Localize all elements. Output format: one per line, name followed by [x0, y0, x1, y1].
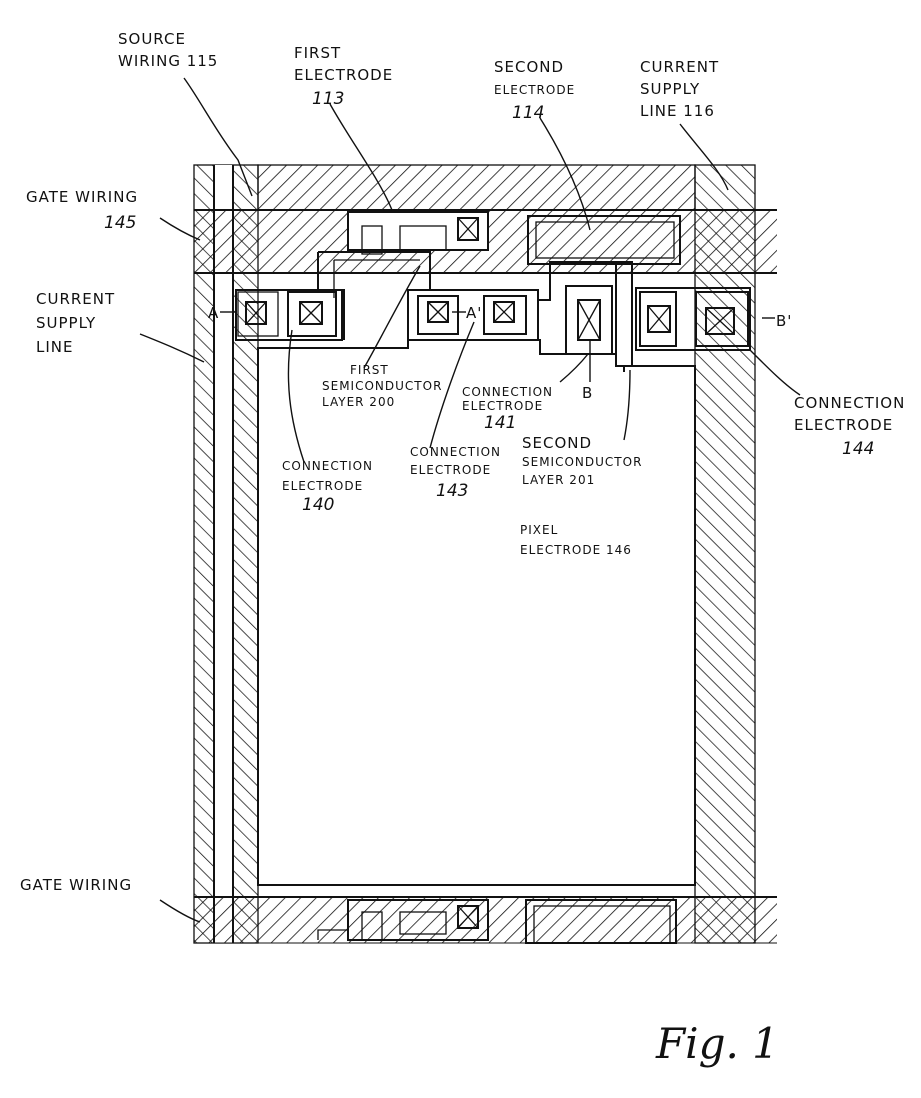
label-first-electrode: FIRST [294, 44, 341, 62]
label-first-semi: FIRST [350, 363, 389, 377]
label-first-semi-3: LAYER 200 [322, 395, 395, 409]
label-current-supply-top: CURRENT [640, 58, 719, 76]
label-second-electrode-num: 114 [512, 103, 544, 123]
label-conn-141: CONNECTION [462, 385, 553, 399]
label-second-semi-2: SEMICONDUCTOR [522, 455, 642, 469]
first-electrode-113 [348, 212, 488, 254]
label-source-wiring: SOURCE [118, 30, 186, 48]
gate-wiring-bottom [194, 897, 777, 943]
label-first-electrode-num: 113 [312, 89, 344, 109]
label-current-supply-left-3: LINE [36, 338, 73, 356]
label-conn-141-2: ELECTRODE [462, 399, 543, 413]
label-second-electrode: SECOND [494, 58, 564, 76]
label-current-supply-top-3: LINE 116 [640, 102, 715, 120]
label-conn-141-num: 141 [484, 413, 516, 433]
source-wiring-115 [194, 165, 258, 943]
label-current-supply-left-2: SUPPLY [36, 314, 96, 332]
label-conn-140-2: ELECTRODE [282, 479, 363, 493]
top-hatched-region [258, 165, 695, 210]
pixel-electrode-146 [258, 340, 695, 885]
label-gate-wiring-top-num: 145 [104, 213, 136, 233]
label-conn-143-num: 143 [436, 481, 468, 501]
label-marker-a-prime: A' [466, 304, 482, 322]
label-first-semi-2: SEMICONDUCTOR [322, 379, 442, 393]
contact-row [236, 262, 750, 372]
label-pixel-electrode-2: ELECTRODE 146 [520, 543, 632, 557]
label-conn-144-num: 144 [842, 439, 874, 459]
current-supply-line-116 [695, 165, 755, 943]
label-second-electrode-2: ELECTRODE [494, 83, 575, 97]
label-pixel-electrode: PIXEL [520, 523, 558, 537]
label-gate-wiring-bottom: GATE WIRING [20, 876, 132, 894]
label-marker-b-prime: B' [776, 312, 792, 330]
label-conn-140-num: 140 [302, 495, 334, 515]
label-conn-143-2: ELECTRODE [410, 463, 491, 477]
label-gate-wiring-top: GATE WIRING [26, 188, 138, 206]
label-second-semi: SECOND [522, 434, 592, 452]
label-conn-143: CONNECTION [410, 445, 501, 459]
label-source-wiring-2: WIRING 115 [118, 52, 218, 70]
label-conn-140: CONNECTION [282, 459, 373, 473]
label-current-supply-left: CURRENT [36, 290, 115, 308]
figure-label: Fig. 1 [655, 1019, 779, 1068]
label-second-semi-3: LAYER 201 [522, 473, 595, 487]
label-conn-144-2: ELECTRODE [794, 416, 893, 434]
label-marker-b: B [582, 384, 593, 402]
label-current-supply-top-2: SUPPLY [640, 80, 700, 98]
label-conn-144: CONNECTION [794, 394, 905, 412]
label-marker-a: A [208, 304, 219, 322]
label-first-electrode-2: ELECTRODE [294, 66, 393, 84]
